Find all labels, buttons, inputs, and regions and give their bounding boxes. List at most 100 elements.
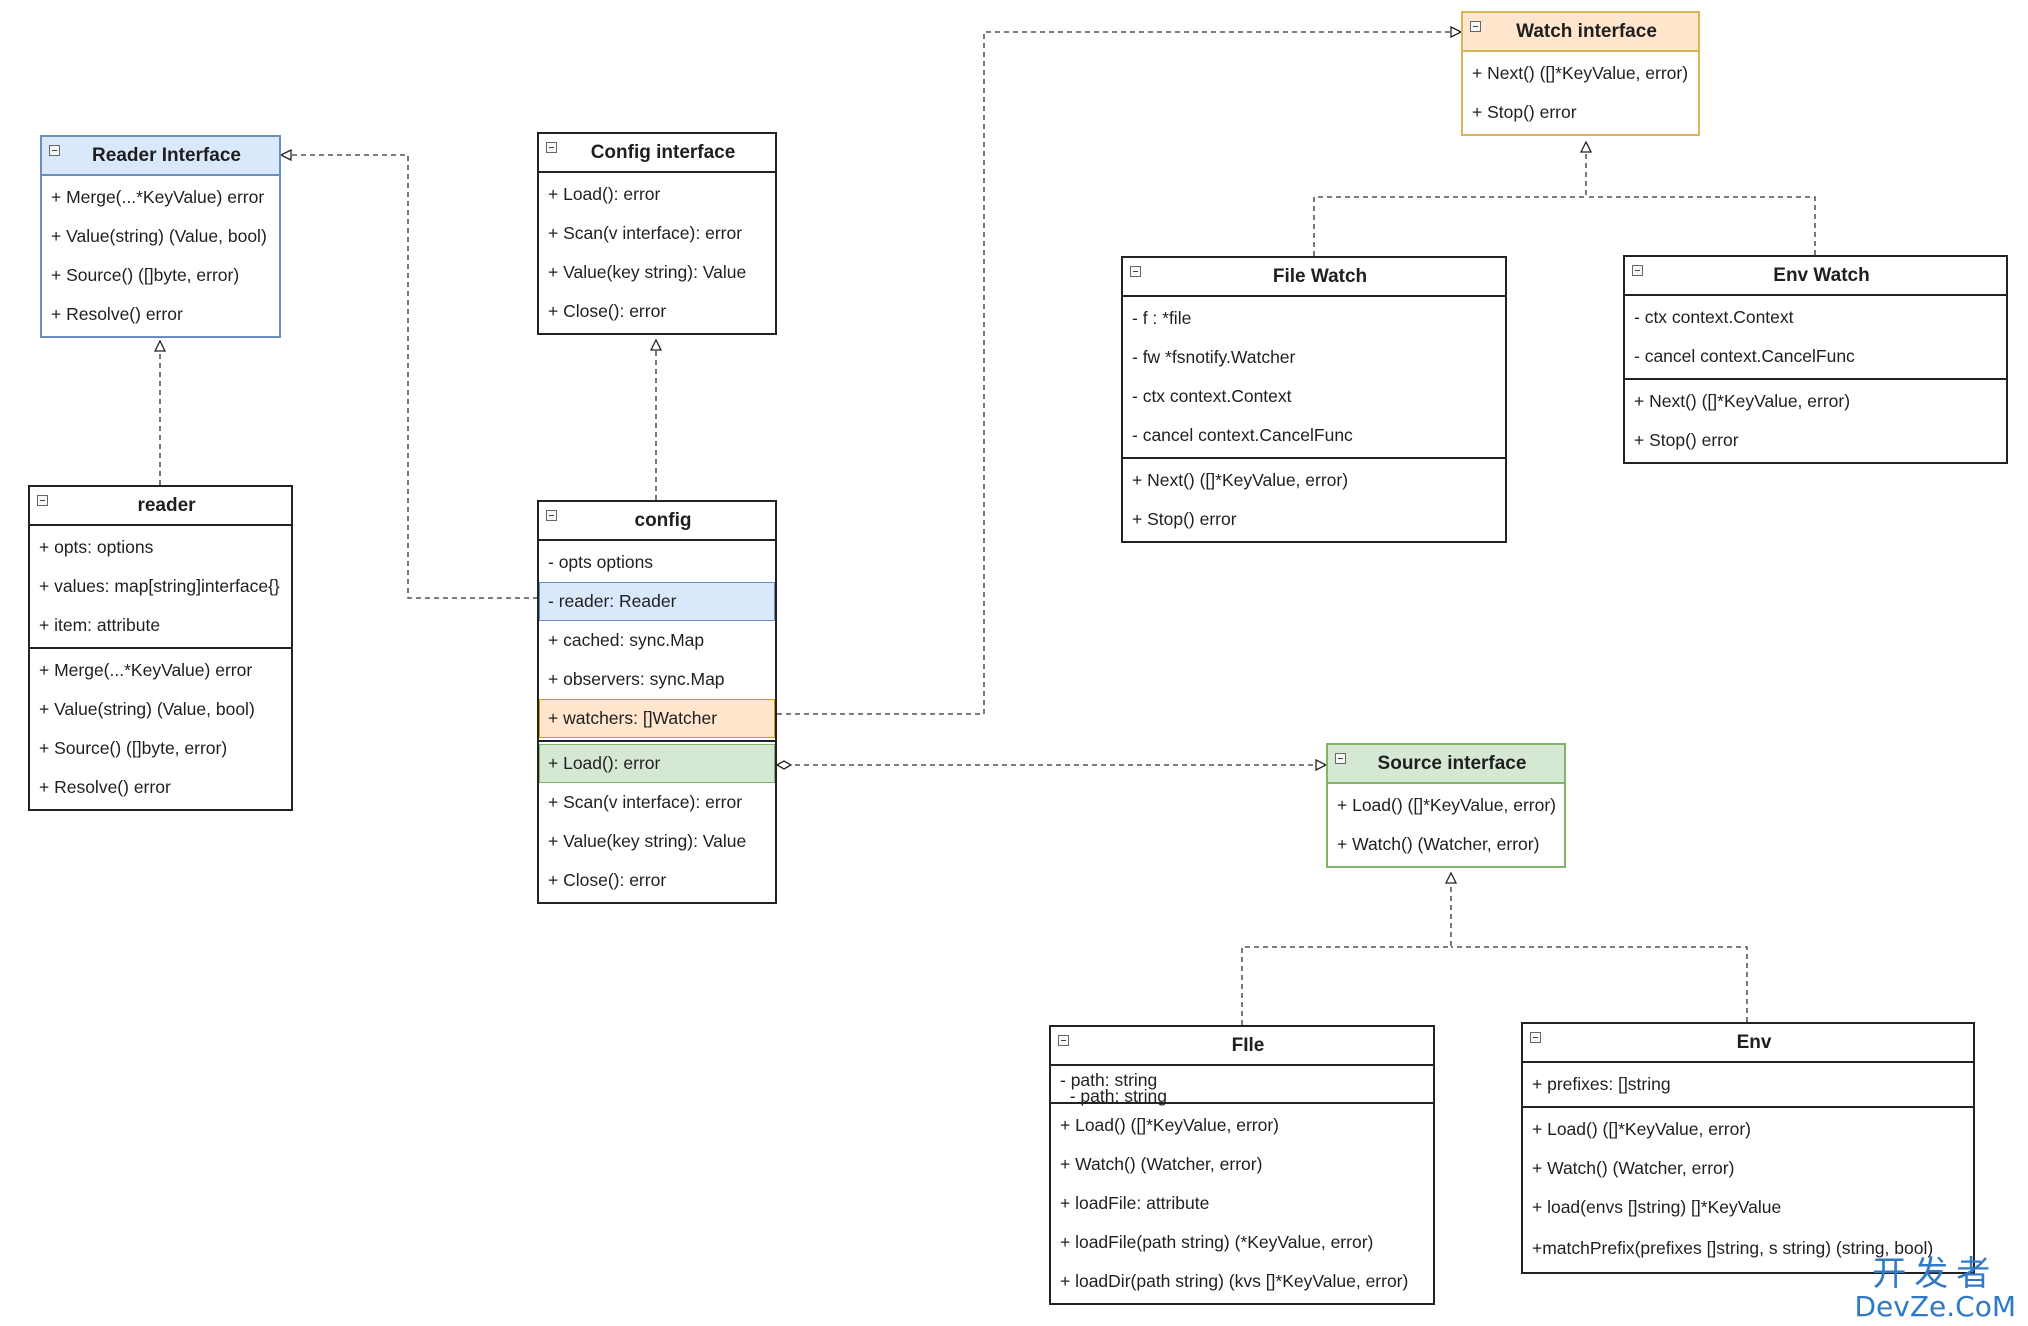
method-row-load[interactable]: + Load(): error: [539, 744, 775, 783]
collapse-icon[interactable]: [1470, 21, 1481, 32]
collapse-icon[interactable]: [1058, 1035, 1069, 1046]
method-row[interactable]: + Load() ([]*KeyValue, error): [1337, 795, 1557, 815]
method-row[interactable]: + Watch() (Watcher, error): [1060, 1154, 1263, 1174]
field-line: - path: string: [1060, 1070, 1158, 1090]
class-title: Env Watch: [1773, 264, 1870, 286]
field-row[interactable]: - opts options: [548, 552, 654, 572]
method-row[interactable]: + Close(): error: [548, 301, 667, 321]
method-row[interactable]: + Merge(...*KeyValue) error: [39, 660, 253, 680]
methods-section: + Next() ([]*KeyValue, error) + Stop() e…: [1123, 459, 1505, 541]
methods-section: + Load() ([]*KeyValue, error) + Watch() …: [1328, 784, 1564, 866]
collapse-icon[interactable]: [1530, 1032, 1541, 1043]
method-row[interactable]: + Load() ([]*KeyValue, error): [1532, 1119, 1752, 1139]
method-row[interactable]: + Stop() error: [1472, 102, 1577, 122]
field-row[interactable]: - fw *fsnotify.Watcher: [1132, 347, 1296, 367]
field-row[interactable]: - ctx context.Context: [1132, 386, 1292, 406]
method-row[interactable]: + Load(): error: [548, 184, 661, 204]
file-watch-class[interactable]: File Watch - f : *file - fw *fsnotify.Wa…: [1121, 256, 1507, 543]
file-watch-implements-watch-interface: [1313, 142, 1586, 256]
class-header: Watch interface: [1463, 13, 1698, 52]
method-row[interactable]: + Source() ([]byte, error): [39, 738, 228, 758]
field-row[interactable]: + cached: sync.Map: [548, 630, 705, 650]
field-row[interactable]: + opts: options: [39, 537, 154, 557]
collapse-icon[interactable]: [546, 510, 557, 521]
method-row[interactable]: + Watch() (Watcher, error): [1337, 834, 1540, 854]
method-row[interactable]: + Value(key string): Value: [548, 262, 747, 282]
method-row[interactable]: + Value(string) (Value, bool): [51, 226, 267, 246]
method-row[interactable]: + Value(key string): Value: [548, 831, 747, 851]
field-row-reader[interactable]: - reader: Reader: [539, 582, 775, 621]
collapse-icon[interactable]: [37, 495, 48, 506]
env-watch-class[interactable]: Env Watch - ctx context.Context - cancel…: [1623, 255, 2008, 464]
field-row-watchers[interactable]: + watchers: []Watcher: [539, 699, 775, 738]
method-row[interactable]: + Close(): error: [548, 870, 667, 890]
config-interface-class[interactable]: Config interface + Load(): error + Scan(…: [537, 132, 777, 335]
class-header: Env: [1523, 1024, 1973, 1063]
class-title: Env: [1736, 1031, 1772, 1053]
config-class[interactable]: config - opts options - reader: Reader +…: [537, 500, 777, 904]
site-watermark: 开发者 DevZe.CoM: [1854, 1256, 2016, 1322]
class-header: reader: [30, 487, 291, 526]
field-row[interactable]: + prefixes: []string: [1532, 1074, 1671, 1094]
method-row[interactable]: + Watch() (Watcher, error): [1532, 1158, 1735, 1178]
config-watchers-to-watch-interface: [777, 32, 1461, 715]
methods-section: + Next() ([]*KeyValue, error) + Stop() e…: [1463, 52, 1698, 134]
source-interface-class[interactable]: Source interface + Load() ([]*KeyValue, …: [1326, 743, 1566, 868]
class-title: File Watch: [1272, 265, 1368, 287]
collapse-icon[interactable]: [1130, 266, 1141, 277]
collapse-icon[interactable]: [1335, 753, 1346, 764]
method-row[interactable]: + Source() ([]byte, error): [51, 265, 240, 285]
method-row[interactable]: + Load() ([]*KeyValue, error): [1060, 1115, 1280, 1135]
method-row[interactable]: + Resolve() error: [39, 777, 171, 797]
class-header: File Watch: [1123, 258, 1505, 297]
config-reader-to-reader-interface: [281, 155, 538, 599]
methods-section: + Merge(...*KeyValue) error + Value(stri…: [30, 649, 291, 809]
method-row[interactable]: + Value(string) (Value, bool): [39, 699, 255, 719]
fields-section: - ctx context.Context - cancel context.C…: [1625, 296, 2006, 380]
method-row[interactable]: + Resolve() error: [51, 304, 183, 324]
fields-section: - opts options - reader: Reader + cached…: [539, 541, 775, 742]
method-row[interactable]: + Stop() error: [1132, 509, 1237, 529]
field-row[interactable]: + values: map[string]interface{}: [39, 576, 280, 596]
watch-interface-class[interactable]: Watch interface + Next() ([]*KeyValue, e…: [1461, 11, 1700, 136]
collapse-icon[interactable]: [49, 145, 60, 156]
class-title: Reader Interface: [92, 144, 241, 166]
method-row[interactable]: + Next() ([]*KeyValue, error): [1132, 470, 1349, 490]
class-title: config: [634, 509, 692, 531]
fields-section: + opts: options + values: map[string]int…: [30, 526, 291, 649]
method-row[interactable]: +matchPrefix(prefixes []string, s string…: [1532, 1238, 1934, 1258]
class-title: Config interface: [590, 141, 736, 163]
method-row[interactable]: + Merge(...*KeyValue) error: [51, 187, 265, 207]
method-row[interactable]: + loadFile(path string) (*KeyValue, erro…: [1060, 1232, 1374, 1252]
method-row[interactable]: + Next() ([]*KeyValue, error): [1472, 63, 1689, 83]
field-row[interactable]: - ctx context.Context: [1634, 307, 1794, 327]
class-header: Config interface: [539, 134, 775, 173]
field-row[interactable]: - cancel context.CancelFunc: [1634, 346, 1855, 366]
field-row[interactable]: - f : *file: [1132, 308, 1192, 328]
method-row[interactable]: + Scan(v interface): error: [548, 792, 743, 812]
watermark-cn: 开发者: [1872, 1254, 1999, 1294]
field-row[interactable]: - cancel context.CancelFunc: [1132, 425, 1353, 445]
file-class[interactable]: FIle - path: string - path: string + Loa…: [1049, 1025, 1435, 1305]
method-row[interactable]: + Scan(v interface): error: [548, 223, 743, 243]
method-row[interactable]: + loadFile: attribute: [1060, 1193, 1210, 1213]
methods-section: + Merge(...*KeyValue) error + Value(stri…: [42, 176, 279, 336]
methods-section: + Load() ([]*KeyValue, error) + Watch() …: [1523, 1108, 1973, 1272]
field-row[interactable]: + item: attribute: [39, 615, 161, 635]
field-line: - path: string: [1060, 1086, 1167, 1106]
reader-interface-class[interactable]: Reader Interface + Merge(...*KeyValue) e…: [40, 135, 281, 338]
method-row[interactable]: + Next() ([]*KeyValue, error): [1634, 391, 1851, 411]
env-class[interactable]: Env + prefixes: []string + Load() ([]*Ke…: [1521, 1022, 1975, 1274]
method-row[interactable]: + Stop() error: [1634, 430, 1739, 450]
class-header: Reader Interface: [42, 137, 279, 176]
class-header: Env Watch: [1625, 257, 2006, 296]
class-header: config: [539, 502, 775, 541]
collapse-icon[interactable]: [1632, 265, 1643, 276]
reader-class[interactable]: reader + opts: options + values: map[str…: [28, 485, 293, 811]
collapse-icon[interactable]: [546, 142, 557, 153]
field-row[interactable]: + observers: sync.Map: [548, 669, 725, 689]
method-row[interactable]: + loadDir(path string) (kvs []*KeyValue,…: [1060, 1271, 1409, 1291]
field-row[interactable]: - path: string - path: string: [1051, 1068, 1433, 1105]
method-row[interactable]: + load(envs []string) []*KeyValue: [1532, 1197, 1782, 1217]
